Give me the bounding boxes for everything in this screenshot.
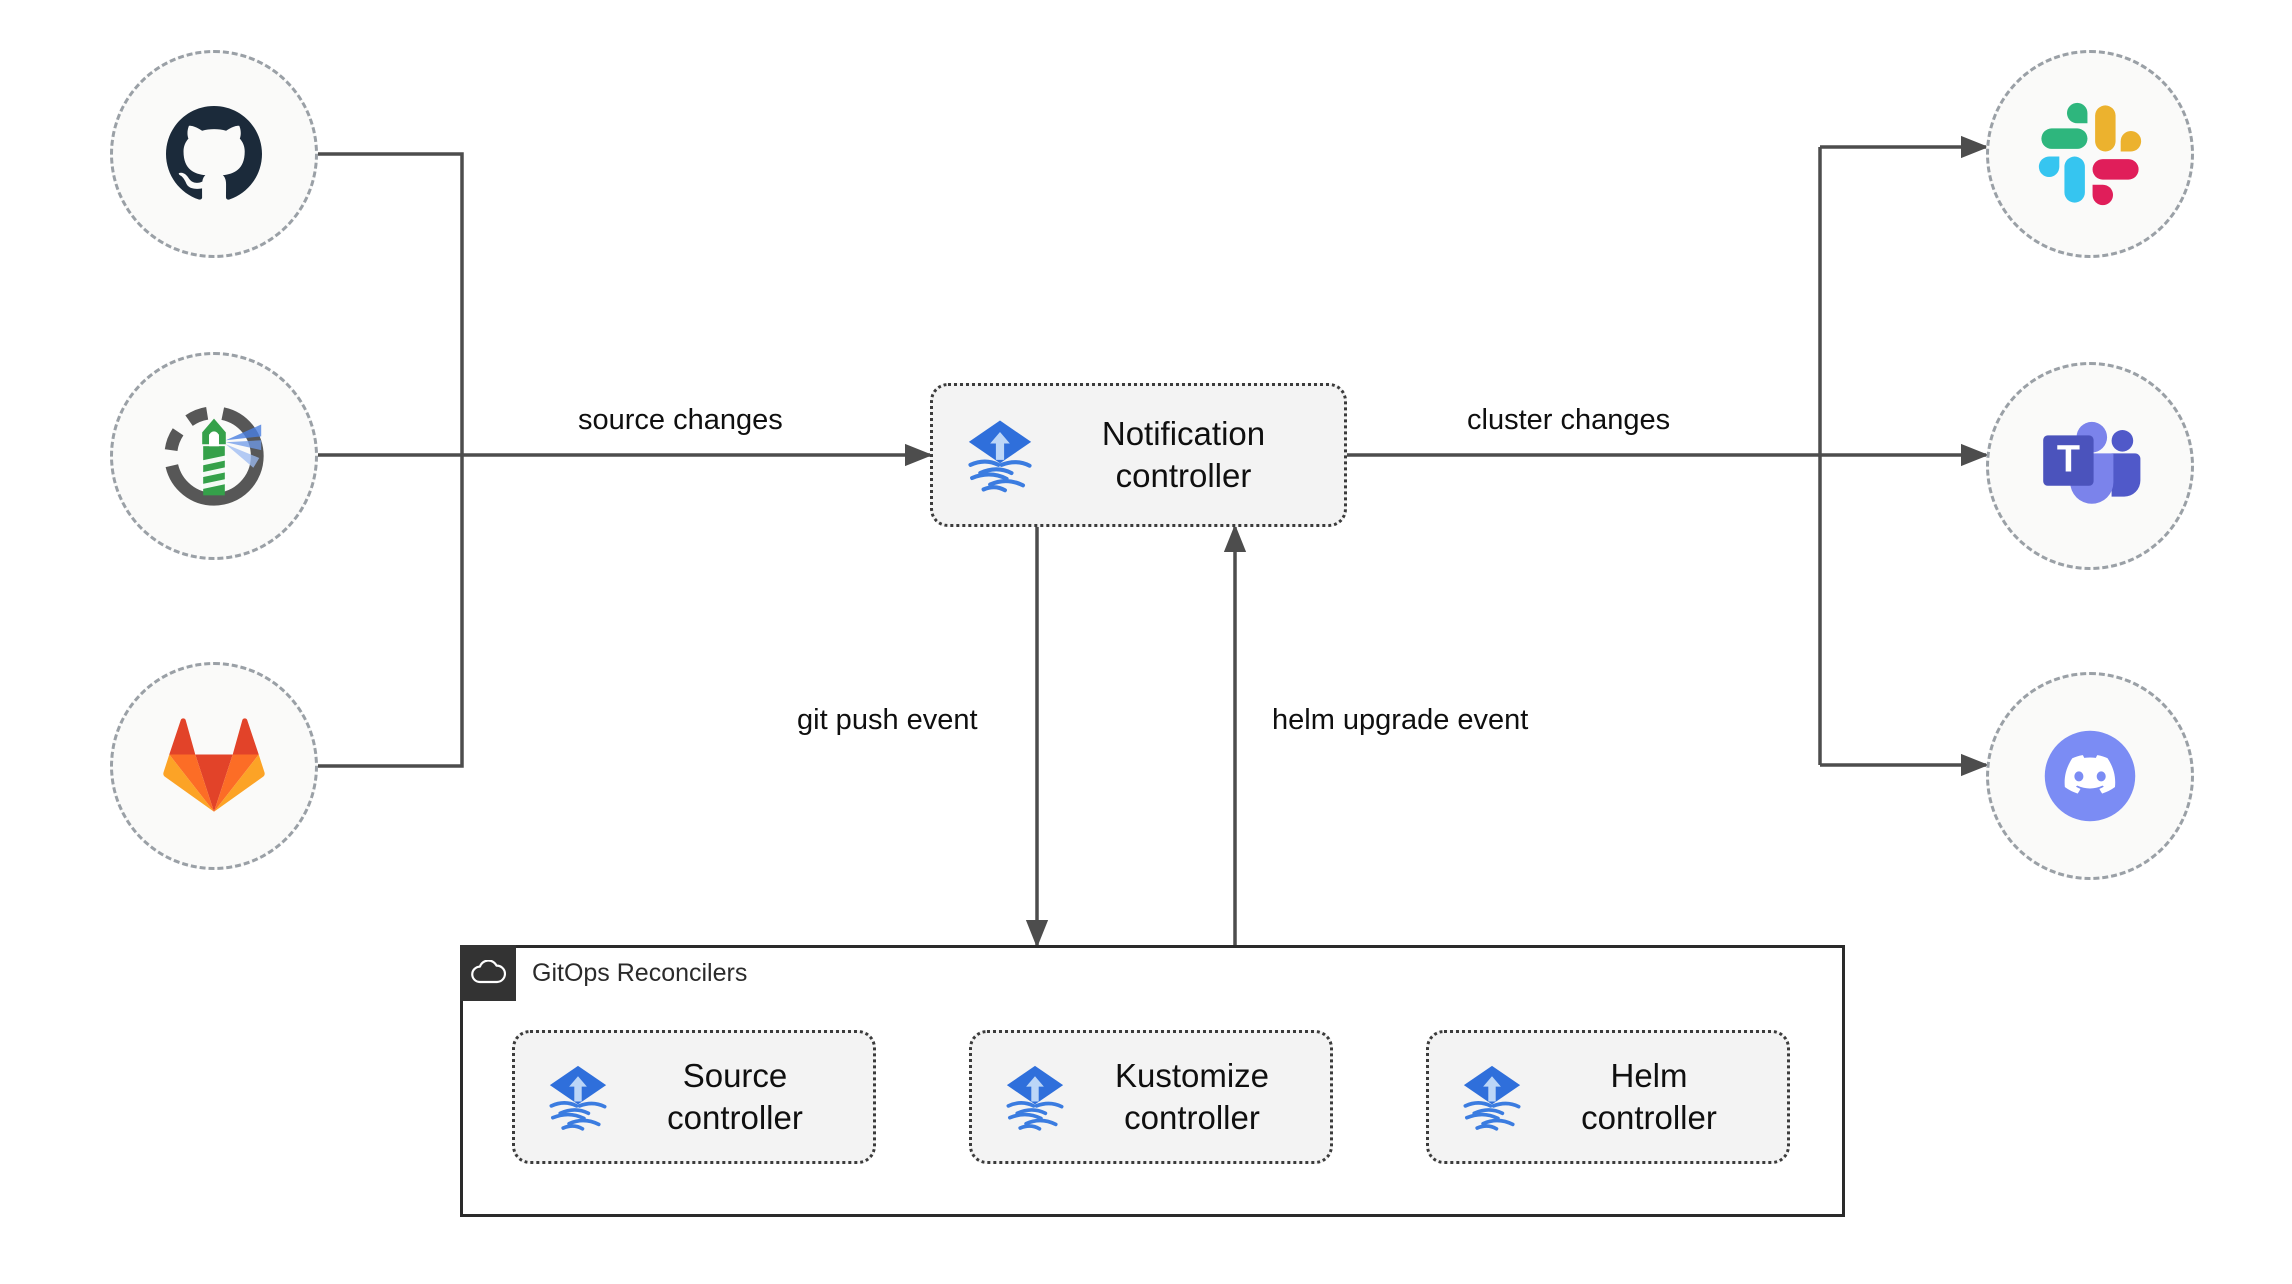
edge-label-source-changes: source changes xyxy=(578,404,783,436)
svg-text:T: T xyxy=(2057,438,2080,480)
edge-label-cluster-changes: cluster changes xyxy=(1467,404,1671,436)
flux-logo-icon xyxy=(1463,1065,1521,1131)
slack-icon xyxy=(2038,102,2142,206)
github-icon xyxy=(166,106,262,200)
helm-controller-label: Helm controller xyxy=(1581,1056,1717,1136)
helm-controller-box[interactable]: Helm controller xyxy=(1426,1030,1790,1164)
flux-logo-icon xyxy=(549,1065,607,1131)
wire-github-to-bus xyxy=(318,152,464,455)
flux-lighthouse-icon xyxy=(164,406,264,506)
source-controller-label: Source controller xyxy=(667,1056,803,1136)
target-node-discord[interactable] xyxy=(1986,672,2194,880)
teams-icon: T xyxy=(2043,421,2141,504)
kustomize-controller-label: Kustomize controller xyxy=(1114,1056,1270,1136)
gitops-reconcilers-header: GitOps Reconcilers xyxy=(460,945,747,1001)
target-node-slack[interactable] xyxy=(1986,50,2194,258)
gitops-reconcilers-title: GitOps Reconcilers xyxy=(532,958,748,987)
flux-logo-icon xyxy=(968,420,1032,493)
edge-label-git-push-event: git push event xyxy=(797,704,978,736)
discord-icon xyxy=(2044,730,2136,822)
edge-label-helm-upgrade-event: helm upgrade event xyxy=(1272,704,1529,736)
source-node-flux[interactable] xyxy=(110,352,318,560)
gitlab-icon xyxy=(163,718,265,812)
cloud-badge xyxy=(460,945,516,1001)
source-controller-box[interactable]: Source controller xyxy=(512,1030,876,1164)
target-node-teams[interactable]: T xyxy=(1986,362,2194,570)
wire-gitlab-to-bus xyxy=(318,455,464,768)
notification-controller-label: Notification controller xyxy=(1101,414,1266,494)
source-node-github[interactable] xyxy=(110,50,318,258)
flux-logo-icon xyxy=(1006,1065,1064,1131)
source-node-gitlab[interactable] xyxy=(110,662,318,870)
notification-controller-box[interactable]: Notification controller xyxy=(930,383,1347,527)
cloud-icon xyxy=(471,960,506,984)
kustomize-controller-box[interactable]: Kustomize controller xyxy=(969,1030,1333,1164)
